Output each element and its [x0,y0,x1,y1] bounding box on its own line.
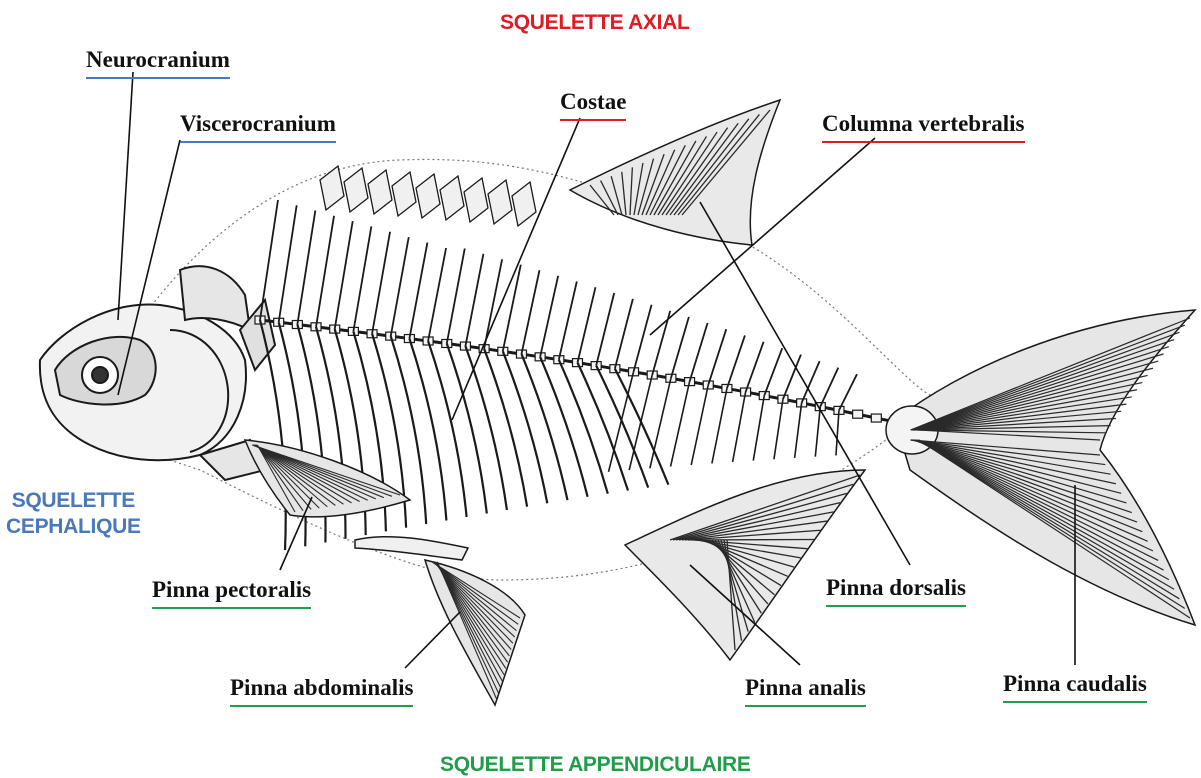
neural-spine [260,200,278,320]
neural-spine [316,216,334,327]
neural-spine [409,243,427,339]
neural-spine [297,211,315,325]
haemal-spine [815,407,820,457]
pterygiophore [464,178,488,222]
label-viscerocranium: Viscerocranium [180,112,336,143]
anal-fin [625,470,865,660]
neural-spine [690,323,708,382]
neural-spine [596,293,614,366]
vertebra [853,410,863,418]
neural-spine [540,276,558,357]
neural-spine [335,221,353,329]
pterygiophore [320,166,344,210]
neural-spine [559,281,577,359]
haemal-spine [691,385,708,465]
pterygiophore [512,182,536,226]
neural-spine [708,329,726,385]
label-pinna-caudalis: Pinna caudalis [1003,672,1147,703]
neural-spine [764,348,782,395]
haemal-spine [795,403,802,458]
neural-spine [746,342,764,392]
neural-spine [839,374,857,410]
neural-spine [484,259,502,348]
haemal-spine [753,396,764,461]
neural-spine [465,254,483,346]
neural-spine [727,335,745,388]
neural-spines [260,166,857,410]
cephalic-line-1: SQUELETTE [6,488,141,514]
cephalic-line-2: CEPHALIQUE [6,514,141,540]
neural-spine [353,226,371,331]
vertebral-column [255,316,895,422]
label-pinna-abdominalis: Pinna abdominalis [230,676,413,707]
haemal-spine [650,378,671,468]
appendicular-skeleton-title: SQUELETTE APPENDICULAIRE [440,752,751,778]
leader-neurocranium [118,72,133,320]
leader-abdominalis [405,612,460,668]
label-pinna-pectoralis: Pinna pectoralis [152,578,311,609]
axial-skeleton-title: SQUELETTE AXIAL [500,10,690,36]
pectoral-fin [245,440,410,517]
neural-spine [615,299,633,369]
cephalic-skeleton-title: SQUELETTE CEPHALIQUE [6,488,141,541]
neural-spine [578,287,596,362]
neural-spine [279,205,297,322]
label-pinna-analis: Pinna analis [745,676,866,707]
haemal-spine [836,410,839,455]
neural-spine [671,317,689,378]
label-pinna-dorsalis: Pinna dorsalis [826,576,966,607]
haemal-spine [609,372,634,472]
haemal-spine [733,392,746,462]
dorsal-fin [570,100,780,245]
pterygiophore [368,170,392,214]
label-columna-vertebralis: Columna vertebralis [822,112,1025,143]
vertebra [871,414,881,422]
pterygiophore [416,174,440,218]
neural-spine [634,305,652,372]
neural-spine [820,368,838,407]
label-neurocranium: Neurocranium [86,48,230,79]
neural-spine [428,248,446,341]
haemal-spine [629,375,652,470]
neural-spine [372,232,390,334]
skull [40,266,275,480]
leader-costae [452,118,580,420]
neural-spine [521,270,539,354]
haemal-spine [774,399,783,459]
pterygiophore [488,180,512,224]
haemal-spine [712,388,727,463]
neural-spine [447,248,465,343]
pterygiophore [344,168,368,212]
label-costae: Costae [560,90,626,121]
neural-spine [391,237,409,336]
pterygiophore [440,176,464,220]
pterygiophore [392,172,416,216]
haemal-spine [671,382,690,467]
